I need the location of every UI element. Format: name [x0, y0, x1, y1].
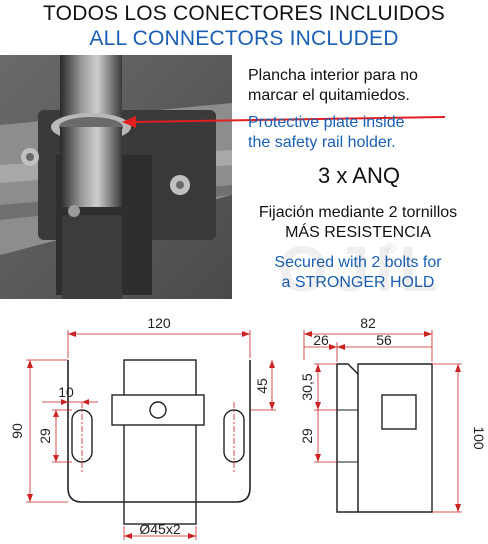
- quantity-label: 3 x ANQ: [318, 163, 400, 188]
- plate-note-en-line1: Protective plate inside: [248, 114, 405, 131]
- side-part-a-label: 26: [313, 332, 329, 348]
- front-tube-outline: [123, 359, 197, 525]
- side-view: 82 26 56 30,5 29 100: [299, 315, 487, 513]
- front-tube-label: Ø45x2: [139, 521, 180, 537]
- side-collar: [381, 394, 417, 430]
- front-hole-height-label: 45: [254, 378, 270, 394]
- side-part-b-label: 56: [376, 332, 392, 348]
- side-body-outline: [357, 363, 433, 513]
- pointer-line: [122, 116, 446, 128]
- fix-note-es-line2: MÁS RESISTENCIA: [285, 224, 431, 241]
- side-slot: [336, 409, 359, 463]
- product-photo-illustration: [0, 55, 232, 299]
- side-slot-label: 29: [299, 428, 315, 444]
- front-offset-label: 10: [58, 384, 74, 400]
- fix-note-en-line2: a STRONGER HOLD: [281, 274, 435, 291]
- title-spanish: TODOS LOS CONECTORES INCLUIDOS: [43, 2, 445, 25]
- product-photo: [0, 55, 232, 299]
- front-width-label: 120: [147, 315, 171, 331]
- title-english: ALL CONNECTORS INCLUDED: [89, 27, 399, 50]
- plate-note-english: Protective plate inside the safety rail …: [248, 113, 484, 153]
- front-bolt-hole: [149, 401, 167, 419]
- plate-note-en-line2: the safety rail holder.: [248, 134, 396, 151]
- plate-note-es-line1: Plancha interior para no: [248, 67, 418, 84]
- front-plate-outline: [67, 360, 251, 503]
- watermark-registered: ®: [385, 240, 396, 256]
- front-slot-length-label: 29: [37, 428, 53, 444]
- side-plate-profile: [336, 363, 359, 513]
- fix-note-en-line1: Secured with 2 bolts for: [274, 254, 442, 271]
- front-height-label: 90: [9, 423, 25, 439]
- side-upper-label: 30,5: [299, 373, 315, 400]
- fix-note-spanish: Fijación mediante 2 tornillos MÁS RESIST…: [228, 203, 488, 243]
- fix-note-es-line1: Fijación mediante 2 tornillos: [258, 204, 458, 221]
- side-height-label: 100: [471, 426, 487, 450]
- front-collar: [111, 394, 205, 426]
- plate-note-spanish: Plancha interior para no marcar el quita…: [248, 66, 484, 106]
- front-view: 120 10 90 29 45 Ø45x2: [9, 315, 276, 540]
- technical-drawing: 120 10 90 29 45 Ø45x2: [9, 315, 487, 540]
- watermark-logo: OJIL: [278, 233, 445, 305]
- side-width-label: 82: [360, 315, 376, 331]
- fix-note-english: Secured with 2 bolts for a STRONGER HOLD: [228, 253, 488, 293]
- plate-note-es-line2: marcar el quitamiedos.: [248, 87, 410, 104]
